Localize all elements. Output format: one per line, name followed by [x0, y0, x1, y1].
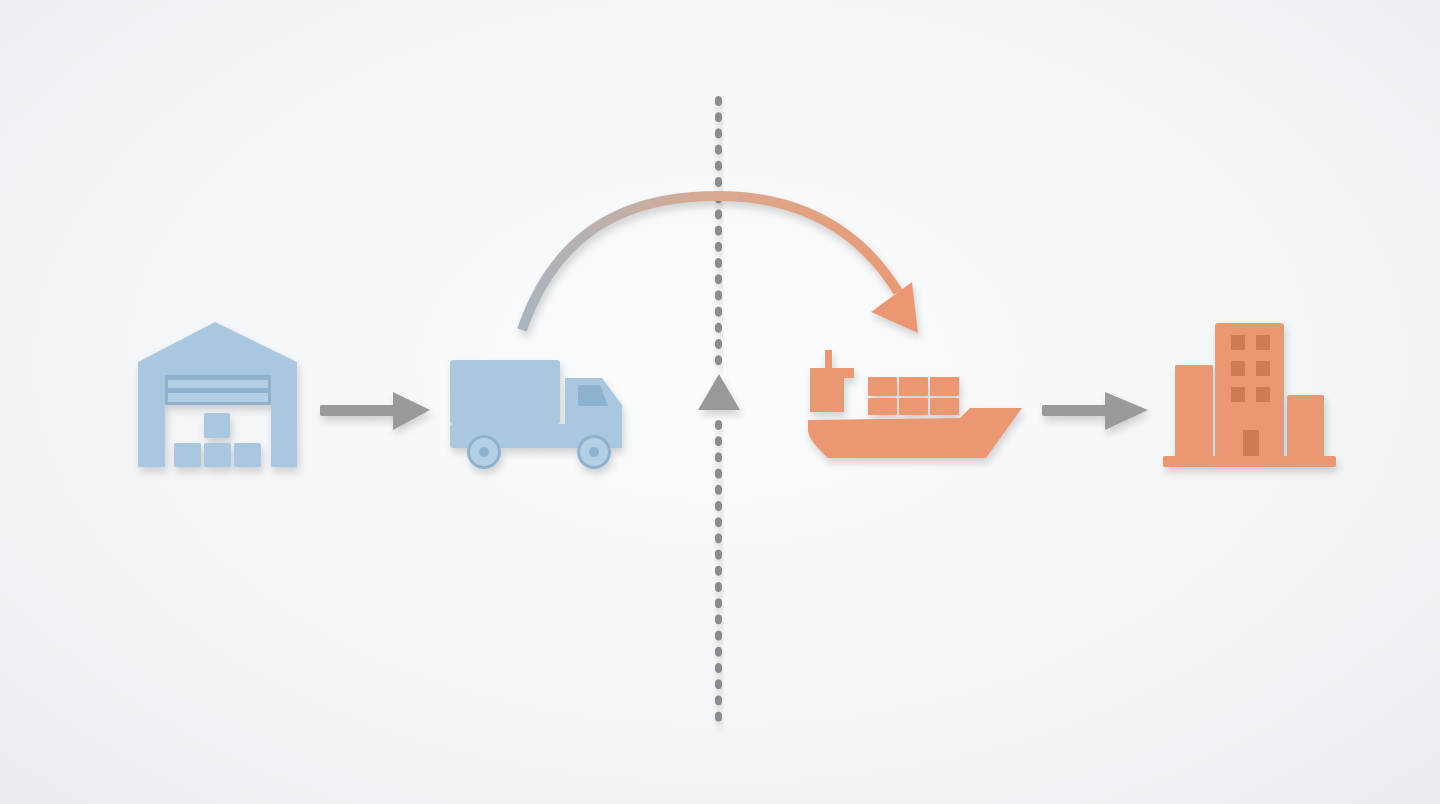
- divider-dot: [715, 695, 722, 706]
- divider-dot: [715, 209, 722, 220]
- divider-dot: [715, 517, 722, 528]
- cargo-ship-icon: [808, 350, 1022, 458]
- divider-dot: [715, 501, 722, 511]
- divider-dot: [715, 646, 722, 657]
- divider-dot: [715, 565, 722, 576]
- arrow-right-icon: [1042, 392, 1148, 430]
- divider-dot: [715, 598, 722, 609]
- divider-dot: [715, 630, 722, 641]
- divider-dot: [715, 177, 722, 187]
- divider-dot: [715, 112, 722, 123]
- divider-dot: [715, 160, 722, 171]
- up-arrow-icon: [698, 374, 740, 410]
- divider-dot: [715, 274, 722, 285]
- divider-dot: [715, 290, 722, 301]
- arrow-right-icon: [320, 392, 430, 430]
- divider-dot: [715, 96, 722, 106]
- divider-dot: [715, 258, 722, 268]
- divider-dot: [715, 582, 722, 592]
- divider-dot: [715, 711, 722, 722]
- divider-dot: [715, 128, 722, 139]
- divider-dot: [715, 322, 722, 333]
- divider-dot: [715, 306, 722, 317]
- divider-dot: [715, 144, 722, 155]
- divider-dot: [715, 468, 722, 479]
- divider-dot: [715, 355, 722, 366]
- truck-icon: [450, 360, 622, 469]
- divider-dot: [715, 533, 722, 544]
- divider-dot: [715, 225, 722, 236]
- divider-dot: [715, 420, 722, 430]
- divider-dot: [715, 452, 722, 463]
- divider-dot: [715, 679, 722, 690]
- divider-dot: [715, 339, 722, 349]
- warehouse-icon: [138, 322, 297, 467]
- divider-dot: [715, 614, 722, 625]
- divider-dot: [715, 663, 722, 673]
- office-building-icon: [1163, 323, 1336, 467]
- divider-dot: [715, 241, 722, 252]
- divider-dot: [715, 484, 722, 495]
- divider-dot: [715, 549, 722, 560]
- divider-dot: [715, 436, 722, 447]
- curved-arrow-icon: [517, 190, 918, 333]
